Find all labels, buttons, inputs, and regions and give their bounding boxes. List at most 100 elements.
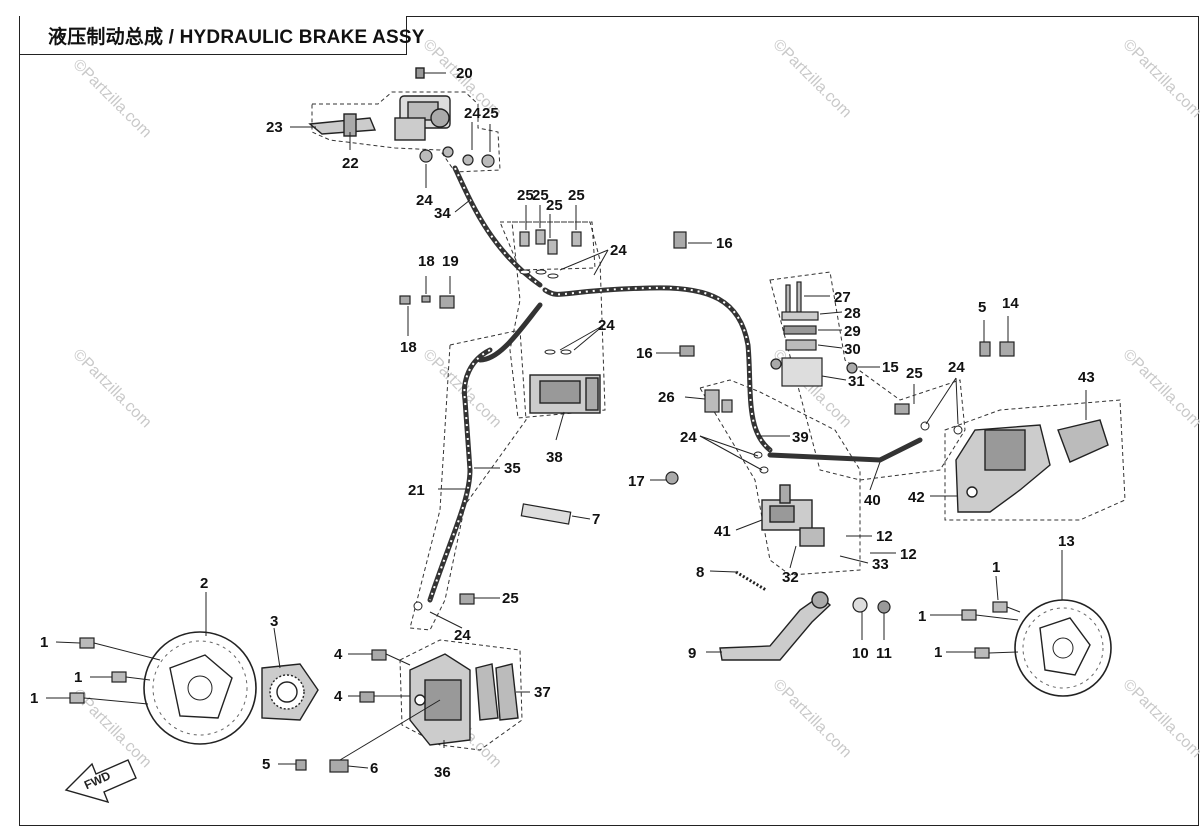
- callout-41: 41: [714, 523, 731, 540]
- callout-1: 1: [74, 669, 82, 686]
- callout-25: 25: [532, 187, 549, 204]
- callout-33: 33: [872, 556, 889, 573]
- callout-11: 11: [876, 645, 892, 662]
- callout-7: 7: [592, 511, 600, 528]
- callout-5: 5: [978, 299, 986, 316]
- callout-18: 18: [400, 339, 417, 356]
- callout-3: 3: [270, 613, 278, 630]
- return-spring: [735, 570, 767, 592]
- callout-38: 38: [546, 449, 563, 466]
- callout-21: 21: [408, 482, 425, 499]
- group-outline-distributor: [509, 221, 606, 419]
- callout-35: 35: [504, 460, 521, 477]
- callout-1: 1: [934, 644, 942, 661]
- callout-22: 22: [342, 155, 359, 172]
- banjo-bolts-master: [419, 146, 495, 168]
- drawing-frame: [19, 16, 1199, 826]
- callout-10: 10: [852, 645, 869, 662]
- callout-37: 37: [534, 684, 551, 701]
- front-brake-pads: [475, 663, 519, 721]
- front-caliper: [409, 653, 471, 746]
- callout-17: 17: [628, 473, 645, 490]
- callout-30: 30: [844, 341, 861, 358]
- callout-14: 14: [1002, 295, 1019, 312]
- group-outline-front-caliper: [399, 639, 523, 751]
- callout-12: 12: [900, 546, 917, 563]
- brake-fitting: [704, 389, 733, 413]
- leader-lines: [46, 72, 1087, 769]
- rear-brake-pads: [1057, 419, 1109, 463]
- callout-8: 8: [696, 564, 704, 581]
- callout-1: 1: [918, 608, 926, 625]
- group-outline-master-cylinder: [311, 91, 501, 173]
- rear-caliper-bolts: [894, 341, 1015, 415]
- callout-26: 26: [658, 389, 675, 406]
- callout-23: 23: [266, 119, 283, 136]
- callout-5: 5: [262, 756, 270, 773]
- group-outline-front-left-hose: [409, 329, 527, 631]
- callout-25: 25: [517, 187, 534, 204]
- callout-25: 25: [482, 105, 499, 122]
- callout-24: 24: [464, 105, 481, 122]
- front-hub-ring: [261, 663, 319, 721]
- callout-25: 25: [502, 590, 519, 607]
- callout-25: 25: [568, 187, 585, 204]
- rear-brake-disc: [1014, 599, 1112, 697]
- callout-4: 4: [334, 688, 343, 705]
- callout-16: 16: [716, 235, 733, 252]
- pivot-pin: [520, 503, 572, 525]
- callout-31: 31: [848, 373, 865, 390]
- callout-32: 32: [782, 569, 799, 586]
- rear-master-cylinder: [761, 484, 825, 547]
- diagram-title: 液压制动总成 / HYDRAULIC BRAKE ASSY: [48, 27, 425, 48]
- callout-28: 28: [844, 305, 861, 322]
- rear-reservoir-stack: [770, 281, 858, 387]
- callout-1: 1: [40, 634, 48, 651]
- callout-2: 2: [200, 575, 208, 592]
- callout-12: 12: [876, 528, 893, 545]
- callout-40: 40: [864, 492, 881, 509]
- group-outline-rear-line: [769, 271, 966, 481]
- callout-34: 34: [434, 205, 451, 222]
- brake-lever: [308, 113, 377, 137]
- callout-6: 6: [370, 760, 378, 777]
- callout-15: 15: [882, 359, 899, 376]
- bleed-bolts: [519, 229, 582, 255]
- callout-19: 19: [442, 253, 459, 270]
- callout-24: 24: [416, 192, 433, 209]
- copper-washers: [413, 269, 963, 611]
- group-outline-rear-caliper: [944, 399, 1126, 521]
- brake-pedal: [719, 591, 832, 661]
- callout-24: 24: [598, 317, 615, 334]
- callout-24: 24: [680, 429, 697, 446]
- callout-36: 36: [434, 764, 451, 781]
- brake-distributor-block: [529, 374, 601, 414]
- callout-24: 24: [948, 359, 965, 376]
- callout-13: 13: [1058, 533, 1075, 550]
- callout-42: 42: [908, 489, 925, 506]
- callout-16: 16: [636, 345, 653, 362]
- callout-25: 25: [546, 197, 563, 214]
- callout-4: 4: [334, 646, 343, 663]
- title-box: [20, 16, 407, 55]
- callout-9: 9: [688, 645, 696, 662]
- callout-20: 20: [456, 65, 473, 82]
- callout-29: 29: [844, 323, 861, 340]
- small-fasteners: [399, 231, 695, 485]
- callout-18: 18: [418, 253, 435, 270]
- rear-caliper: [955, 424, 1051, 513]
- fwd-arrow-icon: [64, 759, 137, 804]
- callout-1: 1: [992, 559, 1000, 576]
- callout-1: 1: [30, 690, 38, 707]
- pedal-washer-nut: [852, 597, 891, 614]
- callout-27: 27: [834, 289, 851, 306]
- front-brake-disc: [143, 631, 257, 745]
- callout-labels: 20 23 22 24 24 25 34 25 25 25 25 24 24 1…: [30, 65, 1095, 781]
- callout-39: 39: [792, 429, 809, 446]
- callout-25: 25: [906, 365, 923, 382]
- front-caliper-fasteners: [295, 593, 475, 773]
- front-master-cylinder: [394, 67, 451, 141]
- callout-24: 24: [454, 627, 471, 644]
